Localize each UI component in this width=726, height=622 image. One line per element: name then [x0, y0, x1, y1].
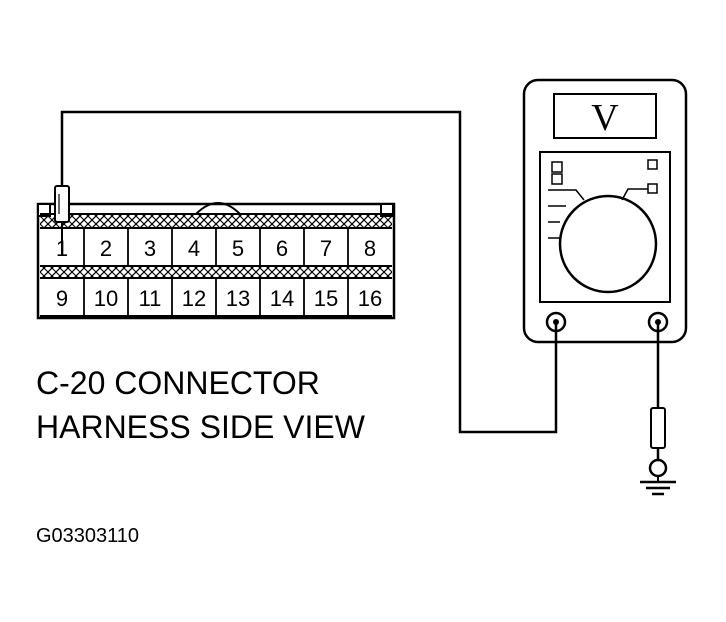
meter-display: [553, 93, 657, 139]
connector-middle-band: [40, 266, 392, 278]
pin-label: 6: [276, 236, 288, 261]
pin-label: 13: [226, 286, 250, 311]
connector-caption-line1: C-20 CONNECTOR: [36, 365, 320, 401]
ground-symbol-icon: [640, 458, 676, 496]
pin-label: 16: [358, 286, 382, 311]
pin-label: 5: [232, 236, 244, 261]
meter-selector-dial: [558, 194, 658, 294]
pin-labels-bottom-row: 9 10 11 12 13 14 15 16: [56, 286, 382, 311]
connector-lock-tab: [195, 202, 241, 215]
meter-jack-positive: [545, 311, 567, 333]
voltmeter-icon: [522, 78, 688, 344]
ground-lead: [650, 322, 666, 460]
pin-label: 8: [364, 236, 376, 261]
pin-label: 10: [94, 286, 118, 311]
meter-body: [522, 78, 688, 344]
pin-labels-top-row: 1 2 3 4 5 6 7 8: [56, 236, 376, 261]
test-lead-wire: [60, 110, 558, 434]
pin-label: 11: [139, 286, 162, 311]
pin-label: 12: [182, 286, 206, 311]
pin-cell-dividers: [83, 228, 349, 316]
meter-dial-panel: [539, 151, 671, 303]
pin-label: 4: [188, 236, 200, 261]
pin-label: 9: [56, 286, 68, 311]
connector-caption-line2: HARNESS SIDE VIEW: [36, 409, 366, 445]
figure-id: G03303110: [36, 525, 139, 547]
connector-top-band: [40, 214, 392, 228]
pin-label: 15: [314, 286, 338, 311]
pin-label: 2: [100, 236, 112, 261]
meter-unit-symbol: V: [591, 97, 619, 139]
pin-label: 7: [320, 236, 332, 261]
c20-connector: [36, 202, 396, 320]
pin-label: 14: [270, 286, 294, 311]
pin-label: 3: [144, 236, 156, 261]
